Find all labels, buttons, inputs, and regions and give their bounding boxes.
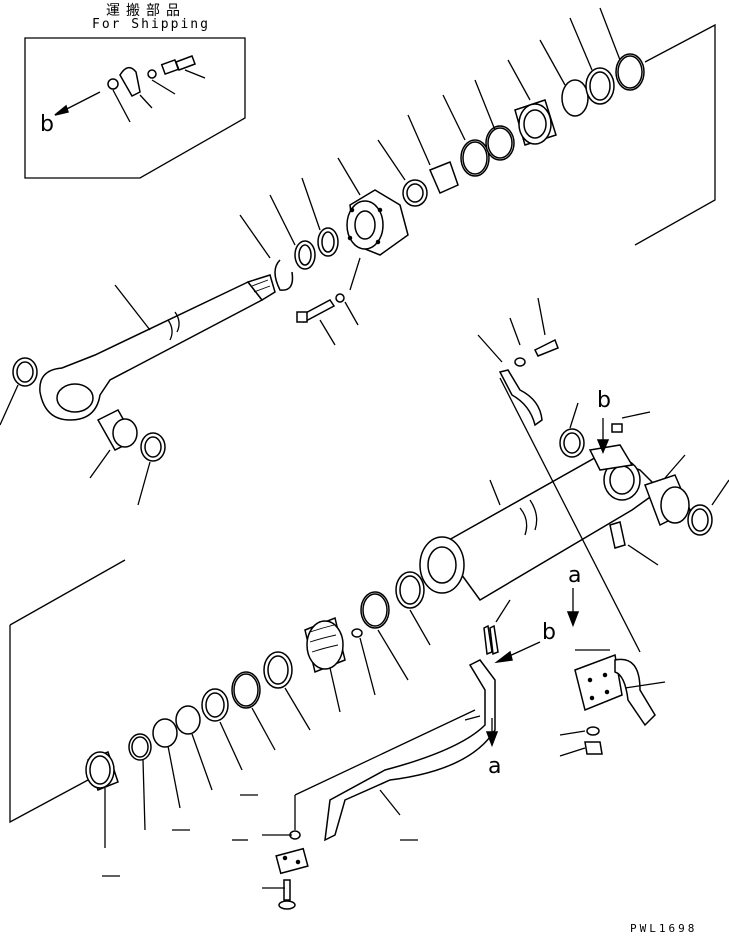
clamp-upper [498,338,559,427]
rod-bushing [96,409,138,451]
drawing-code: PWL1698 [630,922,698,935]
cylinder-bottom-flange [419,536,465,594]
head-bolt [296,293,345,323]
bracket-leaders [559,649,666,757]
ref-label-b-upper: b [597,388,611,413]
leader-lines-middle [477,297,729,653]
hose-pipe [275,624,499,910]
label-dashes [102,794,418,877]
mounting-bracket [574,653,656,755]
ref-label-a-right: a [568,563,582,588]
shipping-inset-box [24,37,246,179]
piston-parts [85,571,425,791]
rod-seals-left [12,357,166,462]
rod-rings [274,227,339,291]
inset-parts [54,55,206,123]
inset-title-japanese: 運搬部品 [106,3,186,19]
leader-lines-lower [9,559,431,848]
ref-label-a-lower: a [488,754,502,779]
inset-ref-label-b: b [40,112,54,137]
cylinder-tube [438,444,662,601]
tube-end-parts [559,423,713,549]
reference-arrows [485,418,610,748]
inset-title-english: For Shipping [92,17,210,32]
hose-leaders [262,599,511,889]
leader-lines-upper [0,7,716,506]
ref-label-b-lower: b [542,620,556,645]
head-seals [402,53,645,207]
piston-rod [39,274,276,421]
cylinder-head [346,189,409,256]
